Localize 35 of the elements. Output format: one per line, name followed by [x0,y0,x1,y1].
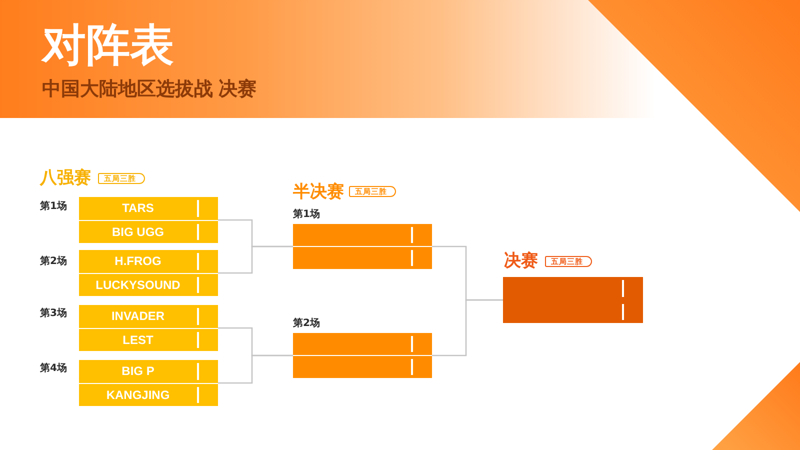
bracket-line [218,246,293,274]
match-label: 第1场 [293,209,320,220]
bracket-line [218,354,293,384]
match-box [503,277,643,323]
team-slot [293,224,432,246]
team-name: H.FROG [114,254,162,268]
match-label: 第3场 [40,308,67,319]
team-slot [79,250,218,272]
team-slot [79,197,218,220]
team-slot [79,328,218,351]
team-name: LUCKYSOUND [96,278,180,292]
round-heading: 八强赛 [40,169,91,186]
round-heading: 半决赛 [293,183,344,200]
team-name: BIG UGG [112,224,164,239]
round-heading: 决赛 [504,252,538,269]
team-slot [79,220,218,243]
team-slot [79,274,218,296]
bracket-line [432,299,503,356]
team-slot [293,356,432,378]
team-name: LEST [122,332,154,347]
subtitle: 中国大陆地区选拔战 决赛 [42,80,256,99]
team-slot [79,360,218,382]
match-label: 第2场 [293,318,320,329]
team-slot [79,305,218,328]
team-slot [79,384,218,406]
team-name: KANGJING [106,388,170,402]
team-slot [293,247,432,269]
team-slot [293,333,432,355]
team-name: TARS [122,201,154,216]
match-label: 第1场 [40,201,67,212]
match-label: 第4场 [40,363,67,374]
team-name: BIG P [122,364,154,378]
team-name: INVADER [111,309,165,324]
title: 对阵表 [42,24,174,68]
match-label: 第2场 [40,256,67,267]
